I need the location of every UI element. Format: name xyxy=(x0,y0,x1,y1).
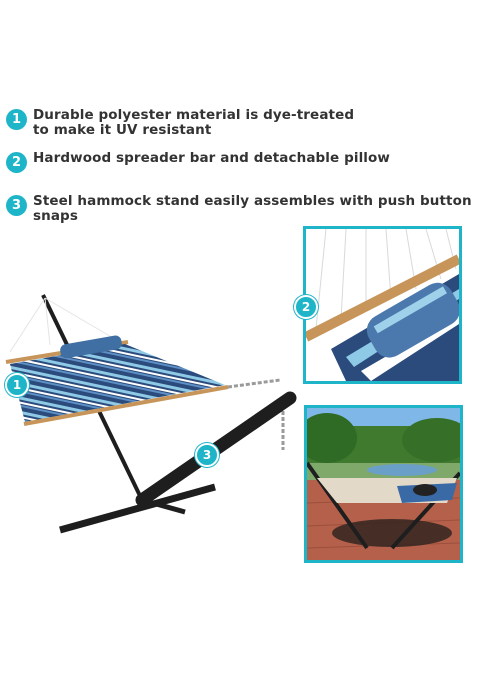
feature-item-uv-resistant: 1 Durable polyester material is dye-trea… xyxy=(6,108,366,138)
feature-number-badge: 1 xyxy=(6,109,27,130)
detail-photo-spreader-pillow xyxy=(303,226,462,384)
feature-text: Durable polyester material is dye-treate… xyxy=(33,107,355,138)
feature-number-badge: 3 xyxy=(6,195,27,216)
feature-item-steel-stand: 3 Steel hammock stand easily assembles w… xyxy=(6,194,484,224)
callout-badge-3: 3 xyxy=(195,443,219,467)
feature-text: Steel hammock stand easily assembles wit… xyxy=(33,193,472,224)
hammock-product-image xyxy=(5,294,297,534)
feature-text: Hardwood spreader bar and detachable pil… xyxy=(33,150,390,166)
callout-badge-2: 2 xyxy=(294,295,318,319)
lifestyle-photo-backyard xyxy=(304,405,463,563)
feature-item-spreader-bar: 2 Hardwood spreader bar and detachable p… xyxy=(6,151,390,173)
feature-number-badge: 2 xyxy=(6,152,27,173)
callout-badge-1: 1 xyxy=(5,373,29,397)
